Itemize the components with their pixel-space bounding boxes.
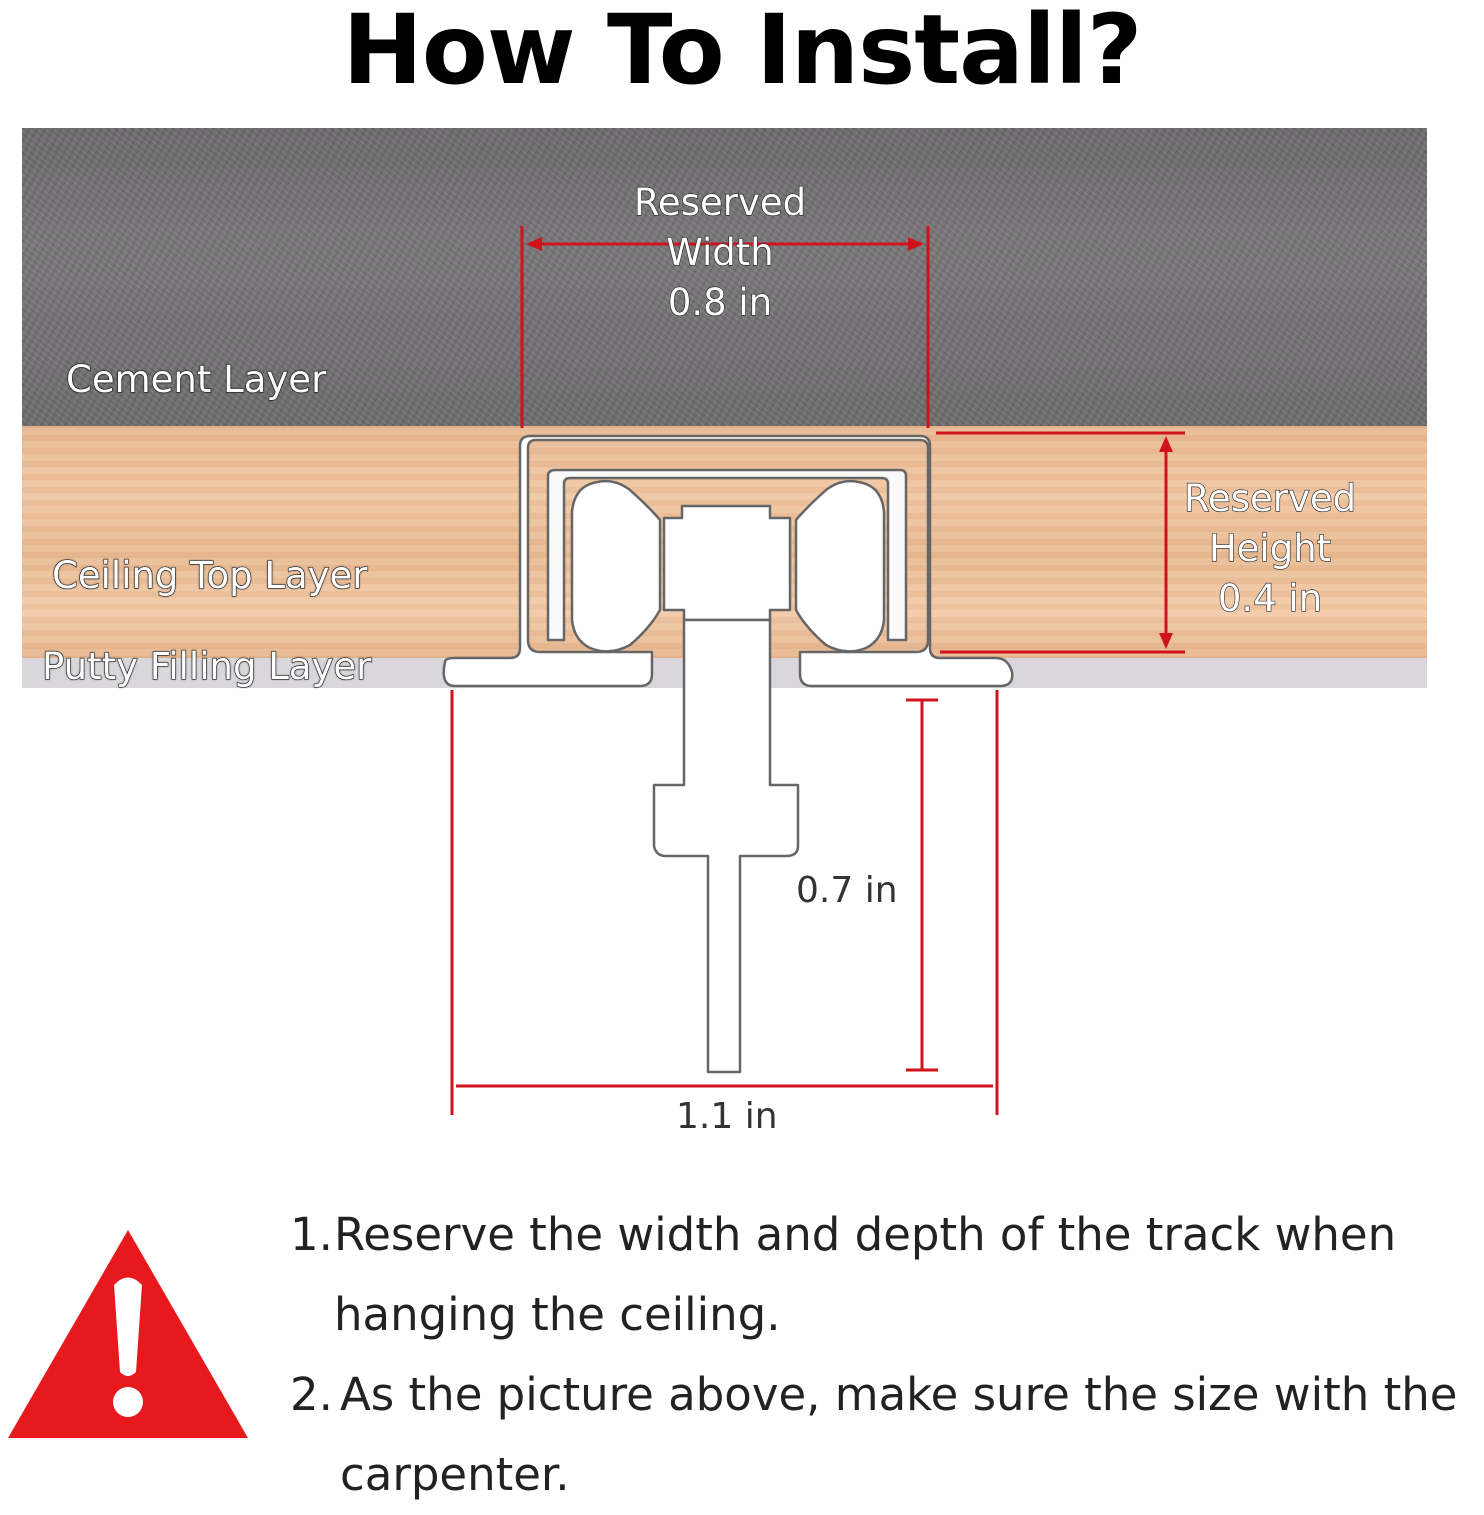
ceiling-track-with-roller-icon <box>442 434 1014 1074</box>
note-number: 1. <box>290 1208 333 1261</box>
note-item: 1. Reserve the width and depth of the tr… <box>290 1195 1484 1355</box>
reserved-width-line-2: Width <box>666 230 775 274</box>
page-title: How To Install? <box>342 0 1143 106</box>
cement-layer-label: Cement Layer <box>65 357 327 401</box>
warning-triangle-icon <box>8 1230 248 1438</box>
reserved-height-label: Reserved Height 0.4 in <box>1170 474 1370 624</box>
note-text: Reserve the width and depth of the track… <box>334 1208 1397 1341</box>
note-text: As the picture above, make sure the size… <box>340 1368 1458 1501</box>
dimension-lines <box>450 226 1185 1115</box>
reserved-height-value: 0.4 in <box>1217 576 1323 620</box>
overall-width-label: 1.1 in <box>676 1096 778 1137</box>
cement-layer <box>22 128 1427 426</box>
note-item: 2. As the picture above, make sure the s… <box>290 1355 1484 1515</box>
reserved-width-line-1: Reserved <box>633 180 807 224</box>
putty-filling-layer-label: Putty Filling Layer <box>41 644 372 688</box>
install-notes: 1. Reserve the width and depth of the tr… <box>290 1195 1484 1515</box>
note-number: 2. <box>290 1368 333 1421</box>
reserved-height-line-1: Reserved <box>1183 476 1357 520</box>
reserved-height-line-2: Height <box>1208 526 1332 570</box>
drop-dimension-label: 0.7 in <box>796 870 898 911</box>
reserved-width-label: Reserved Width 0.8 in <box>590 178 850 328</box>
ceiling-top-layer-label: Ceiling Top Layer <box>51 553 368 597</box>
reserved-width-value: 0.8 in <box>667 280 773 324</box>
